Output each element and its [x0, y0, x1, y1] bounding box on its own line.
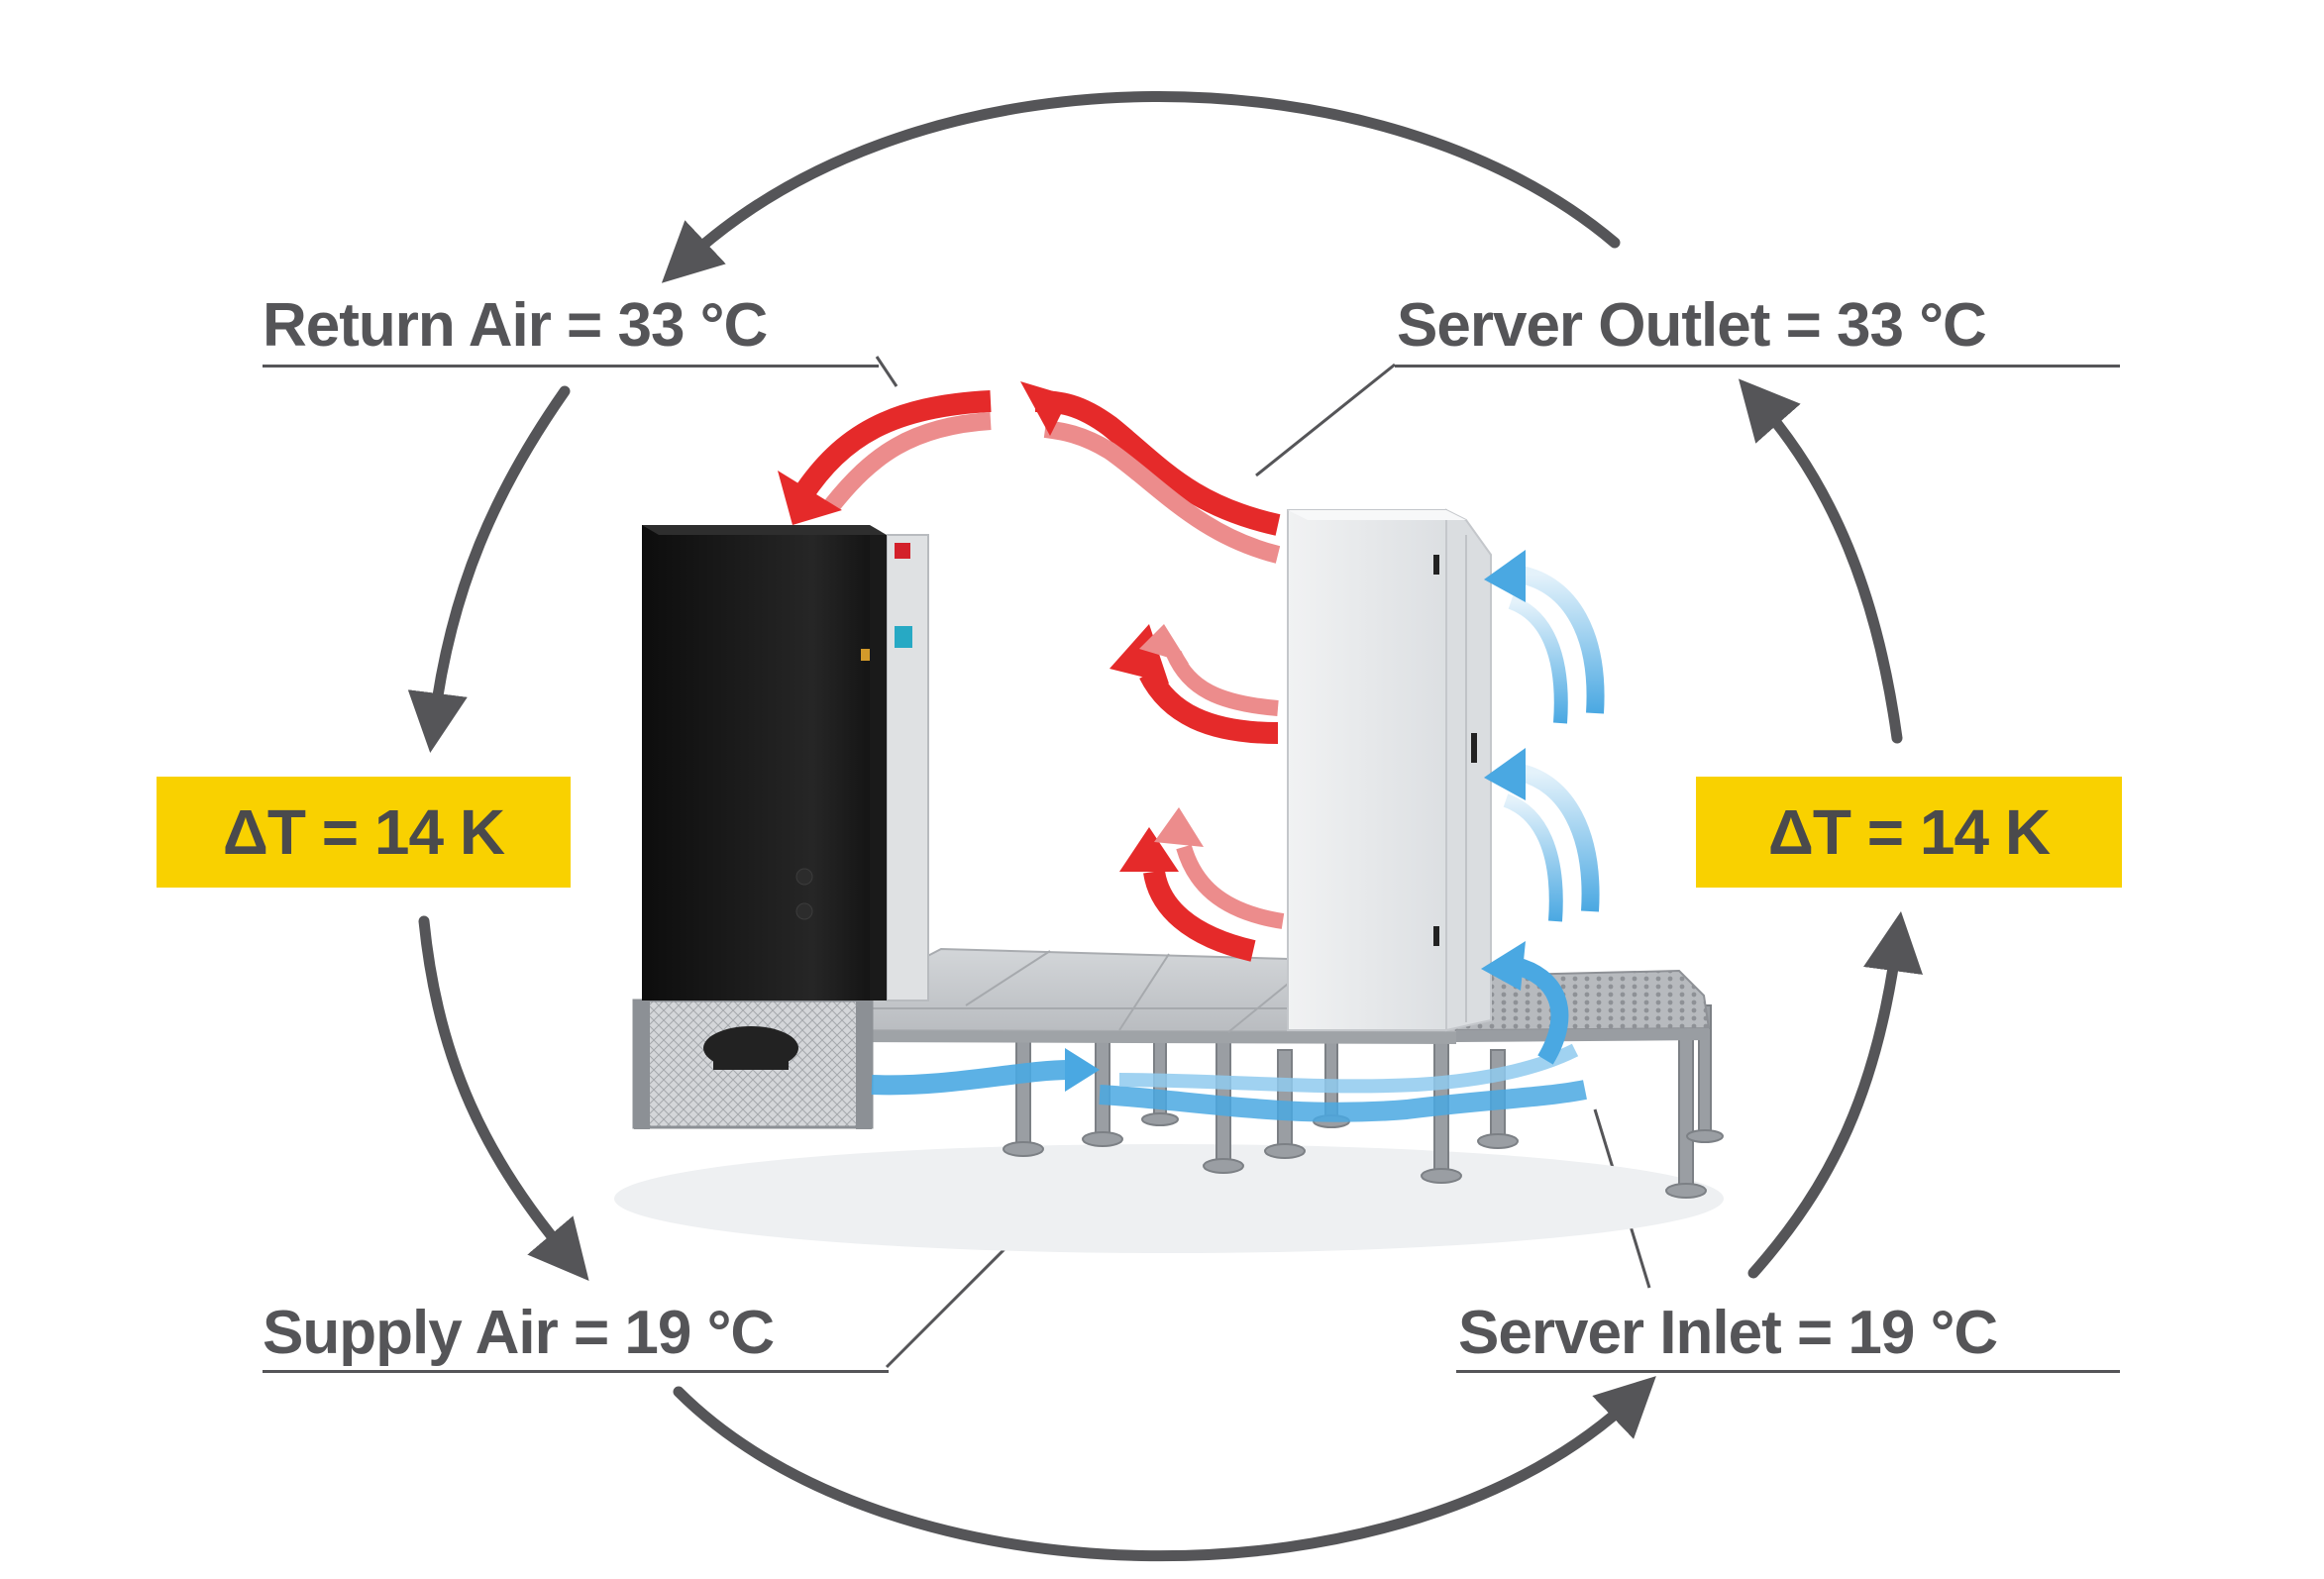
cold-air-arrow-under-floor [871, 1043, 1587, 1122]
left-lower-cycle-arrow [418, 915, 589, 1282]
cold-air-arrow-up-low [1481, 941, 1569, 1065]
return-air-label: Return Air = 33 °C [263, 291, 768, 360]
return-air-leader [875, 356, 898, 387]
server-rack-icon [1287, 508, 1492, 1032]
hot-air-arrow-top-left [778, 390, 992, 525]
server-inlet-underline [1456, 1370, 2120, 1373]
server-rack-body [1287, 509, 1447, 1031]
rack-handle-top [1433, 555, 1439, 575]
rack-handle-bottom [1433, 926, 1439, 946]
hot-air-arrow-top-right [1020, 381, 1281, 564]
server-outlet-leader [1255, 363, 1396, 477]
delta-t-right-badge: ΔT = 14 K [1696, 777, 2122, 888]
perforated-floor-tile [1454, 969, 1711, 1032]
control-panel [886, 534, 929, 1001]
supply-air-label: Supply Air = 19 °C [263, 1299, 775, 1367]
bottom-cycle-arrow [673, 1376, 1656, 1562]
floor-edge [837, 1030, 1456, 1044]
cooling-unit-icon [632, 525, 929, 1129]
hot-air-arrow-middle [1109, 624, 1279, 744]
supply-air-underline [263, 1370, 889, 1373]
server-outlet-underline [1395, 365, 2120, 368]
return-air-underline [263, 365, 879, 368]
right-lower-cycle-arrow [1747, 911, 1923, 1279]
rack-handle-mid [1471, 733, 1477, 763]
cooling-unit-cabinet [642, 525, 870, 1000]
hot-air-arrows [778, 381, 1285, 962]
floor-shadow [614, 1144, 1724, 1253]
server-outlet-label: Server Outlet = 33 °C [1397, 291, 1987, 360]
right-upper-cycle-arrow [1738, 378, 1903, 744]
cycle-arrows [407, 91, 1923, 1562]
cold-air-arrow-up-high [1484, 550, 1605, 724]
delta-t-left-badge: ΔT = 14 K [157, 777, 571, 888]
left-upper-cycle-arrow [407, 385, 571, 754]
hot-air-arrow-bottom [1119, 807, 1285, 962]
cold-air-arrows [871, 550, 1605, 1122]
server-inlet-label: Server Inlet = 19 °C [1458, 1299, 1998, 1367]
cold-air-arrow-up-mid [1484, 748, 1600, 922]
top-cycle-arrow [661, 91, 1621, 283]
